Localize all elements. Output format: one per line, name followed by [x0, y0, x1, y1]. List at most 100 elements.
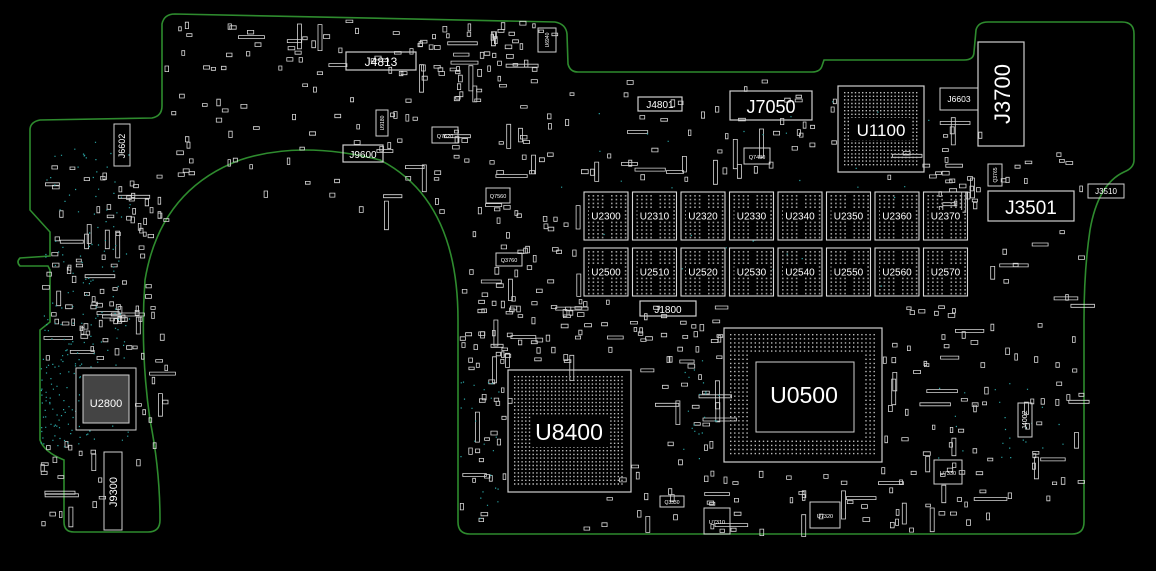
memory-chip-label: U2560 — [882, 268, 912, 279]
memory-chip-label: U2570 — [931, 268, 961, 279]
memory-chip-outline — [874, 191, 920, 241]
j9300-connector: J9300 — [103, 451, 123, 531]
memory-label-bg — [783, 266, 817, 277]
q3765-part: Q3765 — [987, 163, 1003, 187]
j4813-connector: J4813 — [345, 51, 417, 71]
q7620-label: Q7620 — [437, 134, 454, 140]
j9600-connector: J9600 — [342, 144, 384, 163]
memory-chip-u2370: U2370 — [922, 191, 969, 241]
u0500-chip: U0500 — [723, 327, 883, 463]
memory-chip-u2570: U2570 — [922, 247, 969, 297]
memory-chip-outline — [680, 247, 726, 297]
j6603-connector: J6603 — [939, 87, 979, 111]
u2800-chip: U2800 — [75, 367, 137, 431]
memory-chip-outline — [874, 247, 920, 297]
u7330-label: U7330 — [940, 471, 956, 477]
q7560-part: Q7560 — [485, 187, 511, 204]
memory-chip-outline — [922, 191, 969, 241]
j4002-label: J4002 — [1022, 410, 1029, 429]
memory-label-bg — [928, 266, 963, 277]
memory-label-bg — [783, 210, 817, 221]
memory-label-bg — [637, 266, 672, 277]
memory-chip-outline — [631, 191, 678, 241]
memory-chip-label: U2310 — [640, 212, 670, 223]
j6603-label: J6603 — [947, 94, 970, 104]
u2800-label: U2800 — [90, 398, 122, 410]
memory-chip-outline — [680, 191, 726, 241]
memory-chip-label: U2360 — [882, 212, 912, 223]
q3330-part: Q3330 — [659, 495, 685, 508]
memory-chip-label: U2530 — [737, 268, 767, 279]
q3765-label: Q3765 — [993, 167, 999, 182]
q7620-part: Q7620 — [431, 126, 459, 144]
u6940-part: U6940 — [537, 27, 557, 53]
u8400-ball-grid — [514, 376, 623, 485]
j4002-connector: J4002 — [1017, 402, 1033, 438]
j3510-label: J3510 — [1095, 187, 1117, 196]
j3501-connector: J3501 — [987, 190, 1075, 222]
memory-chip-outline — [825, 191, 872, 241]
memory-label-bg — [928, 210, 963, 221]
j1800-label: J1800 — [654, 305, 682, 316]
u0500-label: U0500 — [770, 382, 838, 408]
memory-chip-label: U2370 — [931, 212, 961, 223]
j3700-label: J3700 — [990, 64, 1015, 124]
u9180-label: U9180 — [380, 115, 386, 130]
memory-chip-outline — [583, 247, 629, 297]
small-components — [40, 19, 1095, 537]
memory-label-bg — [880, 210, 914, 221]
memory-chip-label: U2540 — [785, 268, 815, 279]
memory-chip-u2340: U2340 — [777, 191, 823, 241]
memory-chip-u2320: U2320 — [680, 191, 726, 241]
memory-chip-outline — [583, 191, 629, 241]
q7430-part: Q7430 — [743, 147, 771, 165]
memory-chip-u2530: U2530 — [728, 247, 775, 297]
memory-row-top: U2300 U2310 U2320 U2330 U2340 U2350 U2360 U2370 — [583, 191, 969, 241]
j3510-connector: J3510 — [1087, 183, 1125, 199]
u8400-chip: U8400 — [507, 369, 632, 493]
memory-chip-outline — [777, 247, 823, 297]
memory-chip-outline — [922, 247, 969, 297]
memory-chip-label: U2550 — [834, 268, 864, 279]
memory-label-bg — [589, 210, 623, 221]
memory-chip-u2520: U2520 — [680, 247, 726, 297]
u7310-label: U7310 — [709, 520, 725, 526]
memory-chip-u2360: U2360 — [874, 191, 920, 241]
q3330-label: Q3330 — [664, 500, 679, 506]
j6602-label: J6602 — [117, 134, 127, 159]
memory-label-bg — [880, 266, 914, 277]
memory-chip-label: U2500 — [591, 268, 621, 279]
j7050-connector: J7050 — [729, 90, 813, 121]
memory-chip-u2550: U2550 — [825, 247, 872, 297]
u1100-label: U1100 — [857, 121, 906, 140]
memory-chip-u2350: U2350 — [825, 191, 872, 241]
j9600-label: J9600 — [349, 150, 377, 161]
memory-label-bg — [831, 266, 866, 277]
q7560-label: Q7560 — [490, 194, 507, 200]
memory-chip-u2560: U2560 — [874, 247, 920, 297]
memory-chip-label: U2330 — [737, 212, 767, 223]
memory-chip-label: U2300 — [591, 212, 621, 223]
memory-chip-label: U2350 — [834, 212, 864, 223]
memory-label-bg — [734, 266, 769, 277]
memory-chip-label: U2340 — [785, 212, 815, 223]
u1100-chip: U1100 — [837, 85, 925, 173]
u8400-label: U8400 — [535, 419, 603, 445]
j3501-label: J3501 — [1005, 198, 1057, 219]
memory-label-bg — [831, 210, 866, 221]
u6940-label: U6940 — [545, 32, 551, 47]
j7050-label: J7050 — [746, 97, 795, 117]
memory-chip-u2330: U2330 — [728, 191, 775, 241]
memory-label-bg — [686, 266, 720, 277]
memory-label-bg — [686, 210, 720, 221]
memory-label-bg — [734, 210, 769, 221]
u9180-part: U9180 — [375, 109, 389, 137]
q3760-label: Q3760 — [501, 258, 518, 264]
j6602-connector: J6602 — [113, 123, 131, 167]
memory-chip-u2540: U2540 — [777, 247, 823, 297]
memory-chip-u2300: U2300 — [583, 191, 629, 241]
j1800-connector: J1800 — [639, 300, 697, 317]
